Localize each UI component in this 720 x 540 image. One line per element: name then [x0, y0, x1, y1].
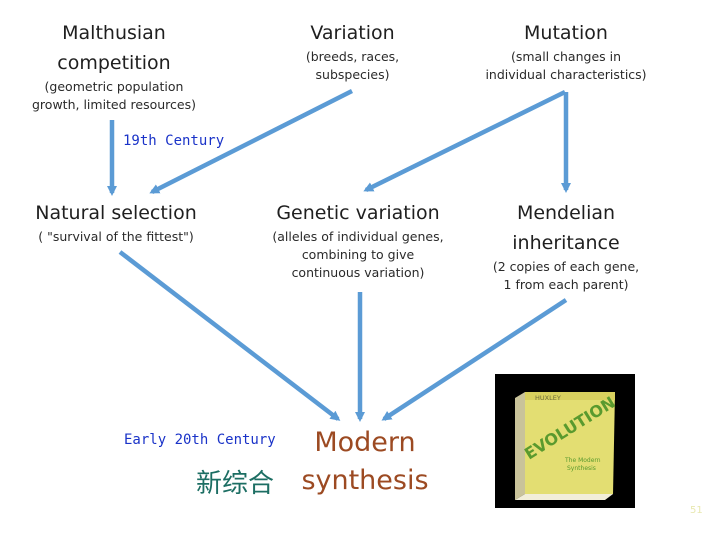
- node-malthusian-competition: Malthusian competition (geometric popula…: [16, 18, 212, 114]
- mutation-subtitle-line2: individual characteristics): [476, 66, 656, 84]
- natural-selection-subtitle: ( "survival of the fittest"): [18, 228, 214, 246]
- book-author: HUXLEY: [535, 394, 561, 402]
- book-subtitle-line2: Synthesis: [567, 465, 596, 472]
- mendelian-subtitle-line1: (2 copies of each gene,: [476, 258, 656, 276]
- variation-subtitle-line2: subspecies): [270, 66, 435, 84]
- label-chinese-new-synthesis: 新综合: [196, 463, 274, 500]
- mutation-title: Mutation: [476, 18, 656, 48]
- modern-synthesis-line2: synthesis: [290, 462, 440, 500]
- mutation-subtitle-line1: (small changes in: [476, 48, 656, 66]
- modern-synthesis-line1: Modern: [290, 424, 440, 462]
- book-image: HUXLEY EVOLUTION The Modern Synthesis: [495, 374, 635, 508]
- mendelian-title-line2: inheritance: [476, 228, 656, 258]
- label-19th-century: 19th Century: [123, 133, 224, 149]
- genetic-variation-subtitle-line3: continuous variation): [260, 264, 456, 282]
- genetic-variation-subtitle-line1: (alleles of individual genes,: [260, 228, 456, 246]
- node-variation: Variation (breeds, races, subspecies): [270, 18, 435, 84]
- malthusian-title-line2: competition: [16, 48, 212, 78]
- node-mendelian-inheritance: Mendelian inheritance (2 copies of each …: [476, 198, 656, 294]
- genetic-variation-subtitle-line2: combining to give: [260, 246, 456, 264]
- arrow-mutation-to-genetic-variation: [366, 92, 565, 190]
- malthusian-subtitle-line1: (geometric population: [16, 78, 212, 96]
- malthusian-subtitle-line2: growth, limited resources): [16, 96, 212, 114]
- page-number: 51: [690, 505, 703, 516]
- book-subtitle-line1: The Modern: [564, 457, 601, 464]
- label-early-20th-century: Early 20th Century: [124, 432, 276, 448]
- node-modern-synthesis: Modern synthesis: [290, 424, 440, 500]
- node-genetic-variation: Genetic variation (alleles of individual…: [260, 198, 456, 282]
- node-mutation: Mutation (small changes in individual ch…: [476, 18, 656, 84]
- variation-subtitle-line1: (breeds, races,: [270, 48, 435, 66]
- mendelian-subtitle-line2: 1 from each parent): [476, 276, 656, 294]
- natural-selection-title: Natural selection: [18, 198, 214, 228]
- node-natural-selection: Natural selection ( "survival of the fit…: [18, 198, 214, 246]
- variation-title: Variation: [270, 18, 435, 48]
- malthusian-title-line1: Malthusian: [16, 18, 212, 48]
- mendelian-title-line1: Mendelian: [476, 198, 656, 228]
- genetic-variation-title: Genetic variation: [260, 198, 456, 228]
- book-illustration: HUXLEY EVOLUTION The Modern Synthesis: [495, 374, 635, 508]
